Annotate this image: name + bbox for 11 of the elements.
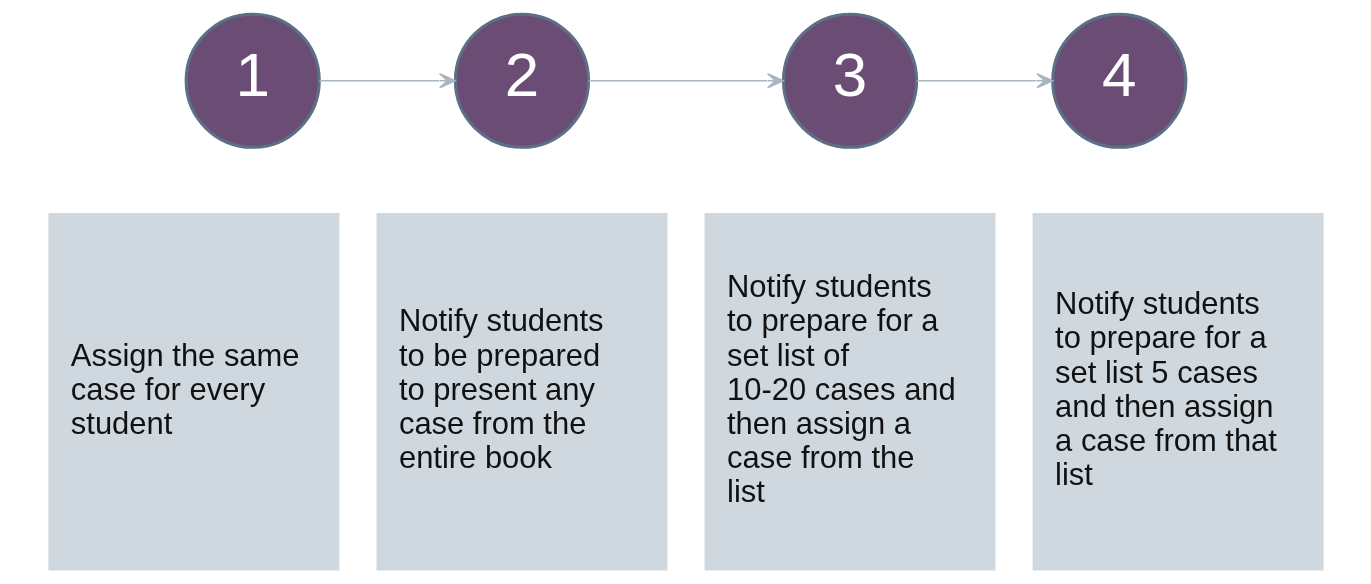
node-circle: 1 xyxy=(184,12,321,149)
node-circle: 4 xyxy=(1050,12,1187,149)
arrow xyxy=(318,73,456,89)
node-box: Notify students to be prepared to present any case from the entire book xyxy=(376,213,667,571)
node-box: Notify students to prepare for a set list of 10-20 cases and then assign a case from the list xyxy=(704,213,995,571)
node-box: Assign the same case for every student xyxy=(47,213,339,571)
arrow xyxy=(915,73,1053,89)
arrow xyxy=(587,73,784,89)
node-box: Notify students to prepare for a set list 5 cases and then assign a case from that list xyxy=(1032,213,1324,571)
node-circle: 2 xyxy=(453,12,590,149)
node-circle: 3 xyxy=(781,12,918,149)
